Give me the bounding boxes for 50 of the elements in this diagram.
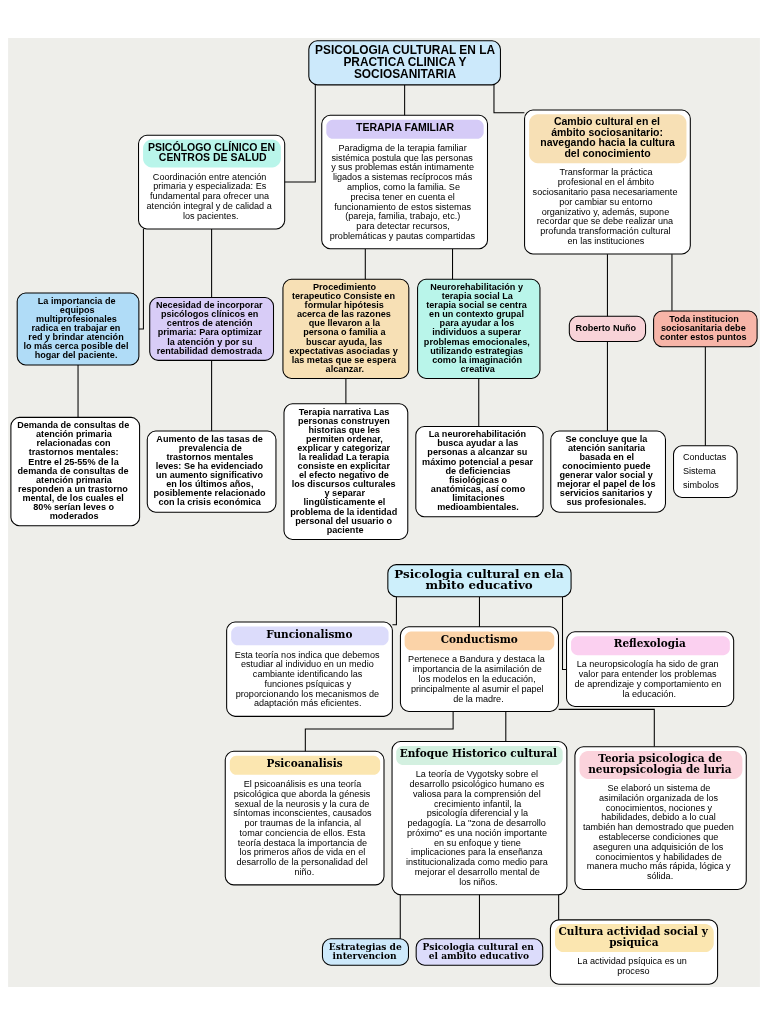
node-box: Cambio cultural en el ámbito sociosanitario: navegando hacia la cultura del conocimiento Transformar la práctica profesional en el ámbito sociosanitario pasa necesariamente por cambiar su entorno organizativo y, además, supone recordar que se debe realizar una profunda transformación cultural en las instituciones <box>524 109 691 255</box>
node-box: Psicoanalisis El psicoanálisis es una teoría psicológica que aborda la génesis sexual de la neurosis y la cura de síntomas inconscientes, causados por traumas de la infancia, al tomar conciencia de ellos. Esta teoría destaca la importancia de los primeros años de vida en el desarrollo de la personalidad del niño. <box>224 750 385 885</box>
node-box: Teoria psicologica de neuropsicologia de luria Se elaboró un sistema de asimilación organizada de los conocimientos, nociones y habilidades, debido a lo cual también han demostrado que pueden establecerse condiciones que aseguren una adquisición de los conocimientos y habilidades de manera mucho más rápida, lógica y sólida. <box>574 745 747 890</box>
node-box: Conductas Sistema simbolos <box>673 444 738 498</box>
connector <box>77 364 79 418</box>
node-box: Enfoque Historico cultural La teoría de Vygotsky sobre el desarrollo psicológico humano es valiosa para la comprensión del crecimiento infantil, la psicología diferencial y la pedagogía. La "zona de desarrollo próximo" es una noción importante en su enfoque y tiene implicaciones para la enseñanza institucionalizada como medio para mejorar el desarrollo mental de los niños. <box>391 740 568 895</box>
node-box: Reflexologia La neuropsicología ha sido de gran valor para entender los problemas de aprendizaje y comportamiento en la educación. <box>566 630 735 707</box>
connector <box>211 359 213 431</box>
node-box: Se concluye que la atención sanitaria basada en el conocimiento puede generar valor social y mejorar el papel de los servicios sanitarios y sus profesionales. <box>550 430 666 513</box>
node-box: Demanda de consultas de atención primaria relacionadas con trastornos mentales: Entre el 25-55% de la demanda de consultas de atención primaria responden a un trastorno mental, de los cuales el 80% serían leves o moderados <box>10 416 141 526</box>
node-box: Procedimiento terapeutico Consiste en formular hipótesis acerca de las razones que llevaron a la persona o familia a buscar ayuda, las expectativas asociadas y las metas que se espera alcanzar. <box>282 278 410 379</box>
node-box: Psicologia cultural en el ambito educativo <box>415 937 544 966</box>
node-box: Psicologia cultural en ela mbito educativo <box>387 563 572 597</box>
node-box: Aumento de las tasas de prevalencia de trastornos mentales leves: Se ha evidenciado un aumento significativo en los últimos años, posiblemente relacionado con la crisis económica <box>146 430 277 513</box>
node-box: Necesidad de incorporar psicólogos clínicos en centros de atención primaria: Para optimizar la atención y por su rentabilidad demostrada <box>149 296 275 361</box>
node-box: Terapia narrativa Las personas construyen historias que les permiten ordenar, explicar y categorizar la realidad La terapia consiste en explicitar el efecto negativo de los discursos culturales y separar lingüísticamente el problema de la identidad personal del usuario o paciente <box>283 402 409 540</box>
connector <box>606 253 608 317</box>
node-box: Toda institucion sociosanitaria debe conter estos puntos <box>653 310 758 347</box>
connector <box>505 710 507 742</box>
connector <box>399 893 401 939</box>
connector <box>304 710 454 752</box>
connector <box>478 377 480 427</box>
node-box: Cultura actividad social y psiquica La actividad psíquica es un proceso <box>549 918 719 985</box>
connector <box>558 708 655 747</box>
connector <box>364 248 366 280</box>
connector <box>704 345 706 446</box>
node-box: La neurorehabilitación busca ayudar a las personas a alcanzar su máximo potencial a pesar de deficiencias fisiológicas o anatómicas, así como limitaciones medioambientales. <box>415 425 544 517</box>
node-box: La importancia de equipos multiprofesionales radica en trabajar en red y brindar atención lo más cerca posible del hogar del paciente. <box>16 291 140 365</box>
node-box: PSICÓLOGO CLÍNICO EN CENTROS DE SALUD Coordinación entre atención primaria y especializada: Es fundamental para ofrecer una atención integral y de calidad a los pacientes. <box>138 134 286 229</box>
node-box: Neurorehabilitación y terapia social La terapia social se centra en un contexto grupal para ayudar a los individuos a superar problemas emocionales, utilizando estrategias como la imaginación creativa <box>417 278 541 379</box>
connector <box>138 227 144 329</box>
connector <box>284 83 316 183</box>
connector <box>452 248 454 280</box>
connector <box>478 893 480 939</box>
connector <box>562 595 568 670</box>
node-box: Funcionalismo Esta teoría nos indica que debemos estudiar al individuo en un medio cambiante identificando las funciones psíquicas y proporcionando los mecanismos de adaptación más eficientes. <box>226 620 393 717</box>
connector <box>493 83 525 113</box>
connector <box>671 253 673 311</box>
connector <box>404 83 406 116</box>
connector <box>558 893 560 920</box>
connector <box>211 227 213 298</box>
connector <box>478 595 480 627</box>
node-box: Conductismo Pertenece a Bandura y destaca la importancia de la asimilación de los modelos en la educación, principalmente al asumir el papel de la madre. <box>399 625 559 712</box>
node-box: Estrategias de intervencion <box>321 937 409 966</box>
node-box: PSICOLOGIA CULTURAL EN LA PRACTICA CLINICA Y SOCIOSANITARIA <box>308 39 501 85</box>
connector <box>606 340 608 431</box>
connector <box>391 595 397 625</box>
node-box: TERAPIA FAMILIAR Paradigma de la terapia familiar sistémica postula que las personas y sus problemas están intimamente ligados a sistemas recíprocos más amplios, como la familia. Se precisa tener en cuenta el funcionamiento de estos sistemas (pareja, familia, trabajo, etc.) para detectar recursos, problemáticas y pautas compartidas <box>321 114 489 249</box>
connector <box>345 377 347 404</box>
node-box: Roberto Nuño <box>568 315 647 342</box>
